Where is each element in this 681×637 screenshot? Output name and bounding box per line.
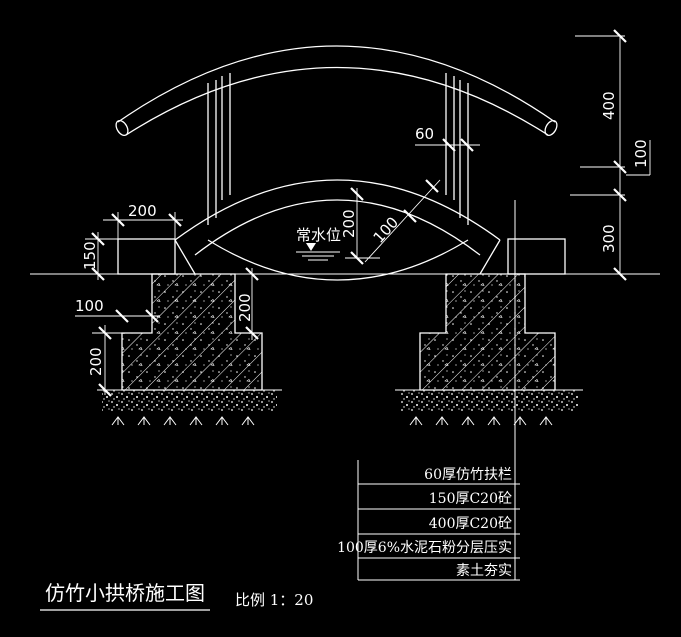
dim-200-mid: 200 — [236, 293, 254, 322]
water-level-label: 常水位 — [296, 226, 341, 244]
dim-100-left-lines — [75, 309, 160, 323]
dim-60: 60 — [415, 125, 434, 143]
legend-item: 100厚6%水泥石粉分层压实 — [337, 540, 512, 556]
dim-150-lines — [85, 232, 118, 281]
gravel-base-right — [400, 390, 578, 412]
dim-center-lines — [345, 179, 441, 265]
gravel-base-left — [102, 390, 277, 412]
legend-item: 60厚仿竹扶栏 — [424, 467, 512, 483]
left-abutment — [117, 238, 263, 391]
dim-200-left-low: 200 — [87, 347, 105, 376]
drawing-scale: 比例 1：20 — [235, 591, 313, 609]
dim-60-lines — [415, 138, 480, 152]
drawing-title: 仿竹小拱桥施工图 — [45, 581, 205, 605]
dim-100-left: 100 — [75, 297, 104, 315]
arch-deck — [174, 179, 501, 281]
water-level-symbol — [296, 243, 340, 261]
dim-300: 300 — [600, 224, 618, 253]
bamboo-handrail — [115, 45, 558, 225]
dim-200-top: 200 — [128, 202, 157, 220]
legend-item: 400厚C20砼 — [429, 516, 512, 532]
legend-item: 素土夯实 — [456, 563, 512, 579]
dim-chain-right — [560, 29, 651, 281]
dim-200-center: 200 — [340, 209, 358, 238]
dim-150: 150 — [81, 241, 99, 270]
dim-100-right: 100 — [632, 139, 650, 168]
dim-400: 400 — [600, 91, 618, 120]
dim-100-diag: 100 — [370, 213, 403, 246]
soil-symbol — [111, 416, 553, 426]
dim-200-top-lines — [103, 212, 183, 239]
legend-item: 150厚C20砼 — [429, 491, 512, 507]
dim-200-left-low-lines — [92, 325, 122, 397]
dim-200-mid-lines — [245, 267, 259, 340]
right-abutment — [419, 238, 566, 391]
legend: 60厚仿竹扶栏 150厚C20砼 400厚C20砼 100厚6%水泥石粉分层压实… — [337, 467, 520, 581]
